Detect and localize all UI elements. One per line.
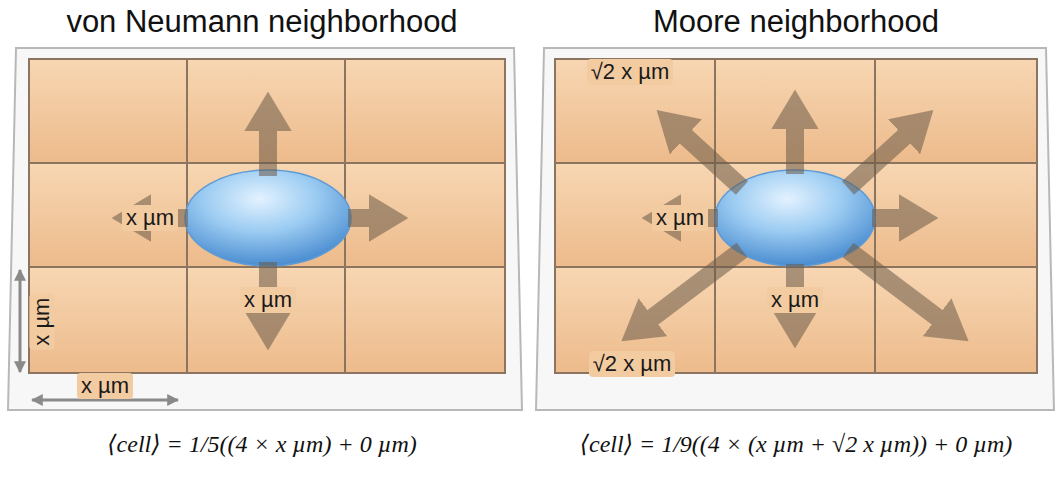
- movement-arrows: [150, 130, 370, 312]
- diagonal-distance-label: √2 x µm: [589, 351, 676, 376]
- cell-ellipse: [185, 170, 351, 266]
- distance-label: x µm: [122, 205, 178, 230]
- cell-size-formula: ⟨cell⟩ = 1/5((4 × x µm) + 0 µm): [6, 430, 518, 458]
- panel-heading: Moore neighborhood: [540, 4, 1052, 40]
- distance-label: x µm: [767, 287, 823, 312]
- tile-plate: [8, 48, 522, 410]
- panel-heading: von Neumann neighborhood: [6, 4, 518, 40]
- dimension-arrow: [19, 270, 22, 372]
- neighborhood-panel: Moore neighborhood ⟨cell⟩ = 1/9((4 × (x µ…: [540, 0, 1052, 487]
- neighborhood-panel: von Neumann neighborhood ⟨cell⟩ = 1/5((4 …: [6, 0, 518, 487]
- distance-label: x µm: [652, 205, 708, 230]
- dimension-arrow: [32, 399, 178, 402]
- dimension-label: x µm: [29, 294, 54, 350]
- distance-label: x µm: [240, 287, 296, 312]
- dimension-label: x µm: [77, 373, 133, 398]
- cell-size-formula: ⟨cell⟩ = 1/9((4 × (x µm + √2 x µm)) + 0 …: [540, 430, 1052, 458]
- movement-arrows: [652, 128, 938, 318]
- diagonal-distance-label: √2 x µm: [587, 59, 674, 84]
- tile-plate: [536, 48, 1054, 410]
